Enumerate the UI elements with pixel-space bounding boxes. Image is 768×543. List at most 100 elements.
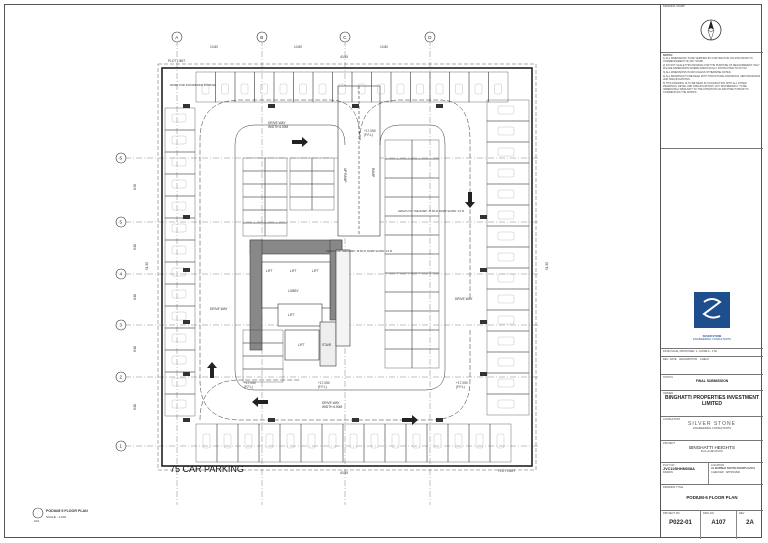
parking-stall: [486, 183, 530, 206]
parking-stall: [264, 196, 288, 211]
car-outline: [328, 433, 337, 449]
car-outline: [391, 433, 400, 449]
parking-stall: [321, 423, 344, 463]
car-outline: [454, 433, 463, 449]
parking-stall: [216, 423, 239, 463]
stair-label: STAIR: [322, 343, 332, 347]
revision-line: DATE ISSUE, PROPOSED: 1 - MODE 6 - 1:50: [661, 348, 763, 356]
note-2: 2) DO NOT SCALE THIS DRAWING FOR THE PUR…: [663, 64, 760, 70]
parking-stall: [390, 71, 411, 103]
car-outline: [299, 83, 307, 95]
ramp-slope-note-2: LENGTH OF THE RAMP: 15.60 M, RAMP SLOPE:…: [398, 209, 464, 213]
car-outline: [435, 83, 444, 95]
note-3: 3) ALL DIMENSIONS IN MM UNLESS OTHERWISE…: [663, 71, 732, 74]
stamp-ref: 2/A1: [34, 519, 40, 523]
consultant-sub: ENGINEERING CONSULTANTS: [693, 427, 731, 430]
car-outline: [171, 399, 187, 409]
level-2: +17.050: [318, 381, 330, 385]
level-2-ref: (F.F.L): [318, 385, 327, 389]
ramp-label-2: RAMP: [371, 168, 375, 177]
parking-stall: [384, 139, 413, 160]
parking-stall: [486, 120, 530, 143]
car-outline: [171, 311, 187, 321]
column-post: [436, 418, 443, 422]
consultant-name: SILVER STONE: [688, 421, 736, 427]
car-outline: [265, 433, 274, 449]
status-value: FINAL SUBMISSION: [695, 379, 729, 383]
parking-stall: [300, 423, 323, 463]
parking-stall: [486, 267, 530, 290]
status-label: STATUS: [663, 376, 673, 379]
parking-stall: [411, 329, 440, 350]
parking-stall: [429, 71, 450, 103]
column-post: [268, 418, 275, 422]
car-outline: [497, 336, 515, 346]
parking-stall: [405, 423, 428, 463]
parking-stall: [449, 71, 470, 103]
plot-label: PLOT NO: [663, 464, 675, 467]
parking-stall: [164, 239, 196, 263]
drive-way-bottom: DRIVE WAY: [322, 401, 340, 405]
parking-stall: [384, 177, 413, 198]
parking-stall: [293, 71, 314, 103]
location-value: AL BARSHA SOUTH FOURTH (JVC): [711, 467, 755, 470]
parking-stall: [411, 177, 440, 198]
project-name: BINGHATTI HEIGHTS: [689, 445, 735, 450]
parking-stall: [486, 393, 530, 416]
project-sub: B+G+P+8F+ROOF: [700, 450, 724, 453]
car-outline: [433, 433, 442, 449]
grid-label-row-1: 1: [120, 444, 123, 449]
dwg-no-label: DWG NO: [703, 512, 714, 515]
grid-label-D: D: [428, 35, 432, 40]
parking-stall: [384, 272, 413, 293]
dim-left-4: 8.60: [133, 346, 137, 352]
consultant-row: CONSULTANT SILVER STONE ENGINEERING CONS…: [661, 416, 763, 440]
car-outline: [349, 433, 358, 449]
drawing-stamp-label: DRAWING STAMP: [663, 5, 685, 8]
parking-stall: [384, 329, 413, 350]
parking-stall: [486, 330, 530, 353]
notes-title: NOTES:: [663, 54, 673, 57]
sheet-border: [4, 4, 762, 538]
car-outline: [497, 168, 515, 178]
parking-stall: [311, 183, 335, 198]
drawing-title-row: DRAWING TITLE PODIUM-5 FLOOR PLAN: [661, 484, 763, 510]
grid-bubble-row-1: [115, 440, 127, 452]
note-1: 1) ALL DIMENSIONS TO BE VERIFIED BY CONT…: [663, 57, 753, 63]
parking-stall: [164, 349, 196, 373]
grid-label-row-6: 6: [120, 156, 123, 161]
parking-stall: [411, 215, 440, 236]
level-1-ref: (F.F.L): [364, 133, 373, 137]
rev-head-rev: REV: [663, 358, 669, 361]
car-outline: [171, 179, 187, 189]
car-outline: [412, 433, 421, 449]
drive-way-left: DRIVE WAY: [210, 307, 228, 311]
car-outline: [279, 83, 288, 95]
car-outline: [171, 289, 187, 299]
car-outline: [416, 83, 424, 95]
parking-stall: [164, 129, 196, 153]
column-post: [183, 372, 190, 376]
consultant-label: CONSULTANT: [663, 418, 681, 421]
parking-stall: [164, 371, 196, 395]
car-outline: [396, 83, 405, 95]
parking-stall: [264, 209, 288, 224]
car-outline: [171, 113, 187, 123]
project-no-label: PROJECT NO: [663, 512, 680, 515]
parking-stall: [164, 261, 196, 285]
level-3: +17.050: [244, 381, 256, 385]
lift-1-label: LIFT: [266, 269, 273, 273]
parking-stall: [411, 348, 440, 369]
rev-label: REV: [739, 512, 745, 515]
parking-stall: [411, 272, 440, 293]
dim-left-1: 8.30: [133, 184, 137, 190]
grid-bubble-row-4: [115, 268, 127, 280]
column-post: [352, 418, 359, 422]
note-5: 5) THIS DRAWING IS TO BE READ IN CONJUNC…: [663, 82, 749, 94]
plot-row: PLOT NO JVC10SHHM008A DRAWN LOCATION AL …: [661, 462, 763, 485]
owner-row: OWNER BINGHATTI PROPERTIES INVESTMENT LI…: [661, 390, 763, 416]
car-outline: [171, 157, 187, 167]
grid-label-row-4: 4: [120, 272, 123, 277]
stamp-title: PODIUM 5 FLOOR PLAN: [46, 509, 88, 513]
